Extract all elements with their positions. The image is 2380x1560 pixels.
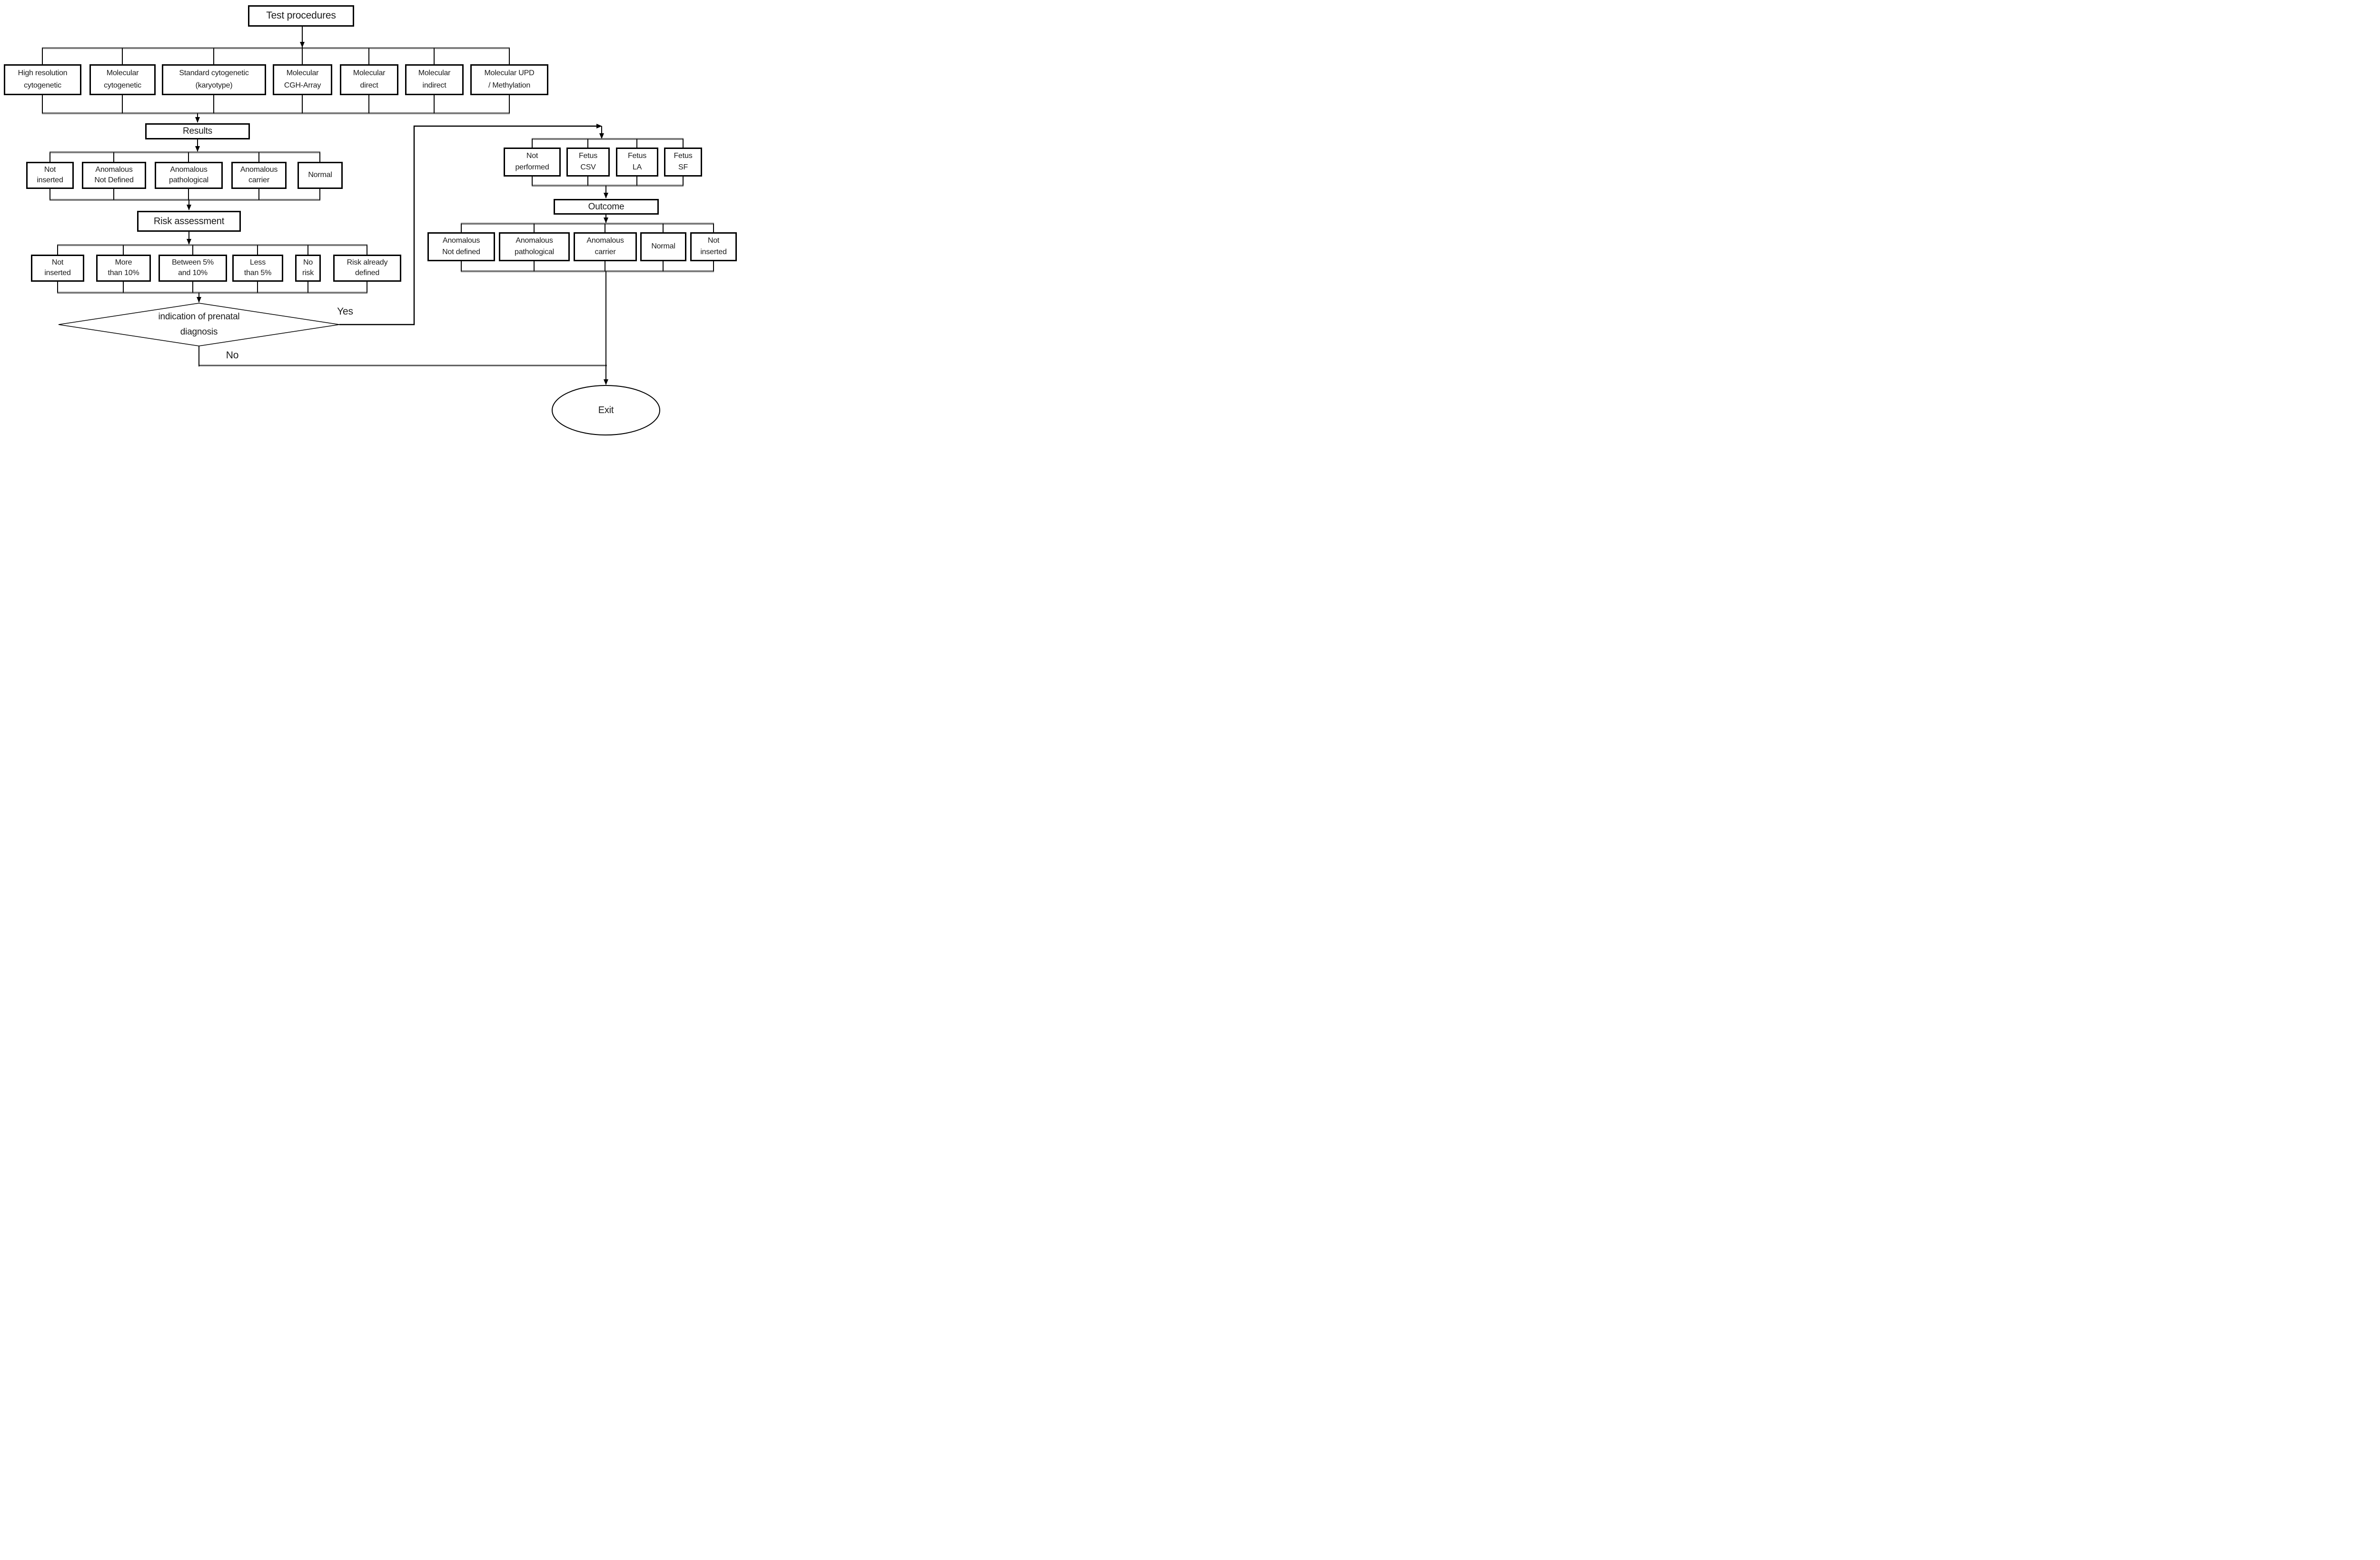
yes-branch-label: Yes: [337, 306, 353, 317]
node-outcome-not-inserted: Not inserted: [690, 232, 737, 261]
node-outcome: Outcome: [554, 199, 659, 215]
node-molecular-cytogenetic: Molecular cytogenetic: [89, 64, 156, 95]
node-risk-already-defined: Risk already defined: [333, 255, 401, 282]
node-risk-assessment: Risk assessment: [137, 211, 241, 232]
node-outcome-anomalous-not-defined: Anomalous Not defined: [427, 232, 495, 261]
node-result-anomalous-carrier: Anomalous carrier: [231, 162, 287, 189]
node-results: Results: [145, 123, 250, 139]
node-risk-less-than-5: Less than 5%: [232, 255, 283, 282]
arrowheads: [187, 42, 608, 385]
node-risk-more-than-10: More than 10%: [96, 255, 151, 282]
node-high-resolution-cytogenetic: High resolution cytogenetic: [4, 64, 81, 95]
node-label: Outcome: [588, 201, 625, 212]
node-result-anomalous-pathological: Anomalous pathological: [155, 162, 223, 189]
node-sample-fetus-csv: Fetus CSV: [566, 148, 610, 177]
flowchart-canvas: Test procedures High resolution cytogene…: [0, 0, 741, 436]
decision-indication-of-prenatal-diagnosis: indication of prenatal diagnosis: [158, 312, 240, 337]
decision-diamond: [58, 303, 340, 346]
node-molecular-indirect: Molecular indirect: [405, 64, 464, 95]
node-outcome-normal: Normal: [640, 232, 686, 261]
yes-branch-line: [339, 125, 596, 326]
node-outcome-anomalous-pathological: Anomalous pathological: [499, 232, 570, 261]
node-label: Test procedures: [266, 10, 336, 21]
node-risk-not-inserted: Not inserted: [31, 255, 84, 282]
node-result-anomalous-not-defined: Anomalous Not Defined: [82, 162, 146, 189]
node-sample-not-performed: Not performed: [504, 148, 561, 177]
node-risk-between-5-and-10: Between 5% and 10%: [159, 255, 227, 282]
no-branch-label: No: [226, 350, 239, 361]
node-sample-fetus-sf: Fetus SF: [664, 148, 702, 177]
exit-ellipse: [552, 385, 660, 435]
node-molecular-cgh-array: Molecular CGH-Array: [273, 64, 332, 95]
node-standard-cytogenetic: Standard cytogenetic (karyotype): [162, 64, 266, 95]
node-result-not-inserted: Not inserted: [26, 162, 74, 189]
node-label: Results: [183, 126, 212, 137]
node-molecular-upd-methylation: Molecular UPD / Methylation: [470, 64, 548, 95]
node-molecular-direct: Molecular direct: [340, 64, 398, 95]
exit-label: Exit: [598, 405, 614, 415]
node-test-procedures: Test procedures: [248, 5, 354, 27]
node-result-normal: Normal: [298, 162, 343, 189]
node-risk-no-risk: No risk: [295, 255, 321, 282]
node-outcome-anomalous-carrier: Anomalous carrier: [574, 232, 637, 261]
tree-connectors: [42, 47, 714, 294]
node-label: Risk assessment: [153, 216, 225, 227]
node-sample-fetus-la: Fetus LA: [616, 148, 658, 177]
connector-lines: [42, 27, 714, 435]
